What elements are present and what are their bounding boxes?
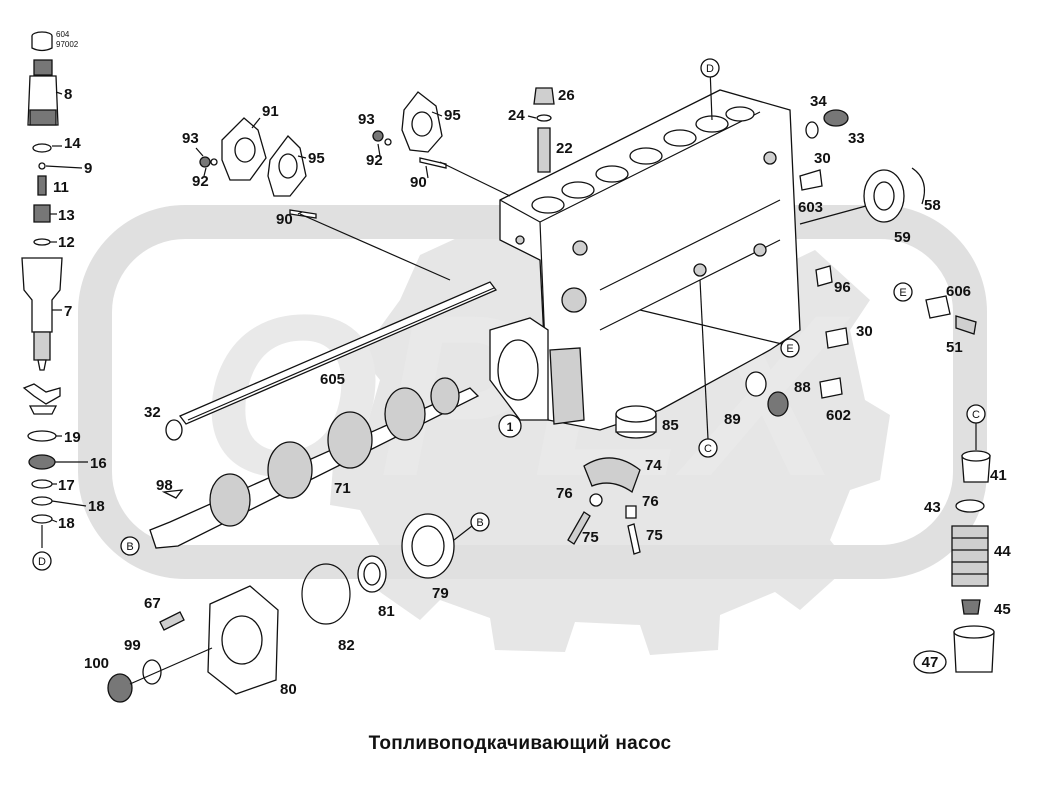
label-26: 26 [558, 87, 575, 104]
label-100: 100 [84, 655, 109, 672]
watermark: OPEX [78, 205, 987, 655]
label-43: 43 [924, 499, 941, 516]
right-column: C 41 43 44 45 47 [913, 404, 1011, 674]
label-605: 30 [856, 323, 873, 340]
label-92a: 92 [192, 173, 209, 190]
label-80: 80 [280, 681, 297, 698]
label-85: 85 [662, 417, 679, 434]
label-89: 89 [724, 411, 741, 428]
ref-circle-E-mid [780, 338, 800, 358]
label-99: 99 [124, 637, 141, 654]
control-rack: 605 32 1 [144, 161, 522, 441]
ref-circle-D-top [700, 58, 720, 78]
flange-plates-left: 91 93 92 95 90 [182, 103, 325, 228]
label-602: 602 [826, 407, 851, 424]
ref-E-right: E [899, 287, 906, 299]
label-1: 1 [507, 420, 514, 434]
label-606: 606 [946, 283, 971, 300]
label-74: 74 [645, 457, 662, 474]
right-side-parts: 34 33 30 603 58 59 96 E 606 51 30 E [639, 93, 977, 358]
label-76b: 76 [642, 493, 659, 510]
label-604: 604 [56, 30, 70, 39]
label-33: 33 [848, 130, 865, 147]
label-18b: 18 [58, 515, 75, 532]
ref-circle-B-left [120, 536, 140, 556]
label-82: 82 [338, 637, 355, 654]
label-95a: 95 [308, 150, 325, 167]
label-59: 59 [894, 229, 911, 246]
ref-C-right: C [972, 409, 980, 421]
ref-D-top: D [706, 63, 714, 75]
label-11: 11 [53, 179, 69, 196]
label-98: 98 [156, 477, 173, 494]
label-8: 8 [64, 86, 72, 103]
ref-B-left: B [126, 541, 133, 553]
label-95b: 95 [444, 107, 461, 124]
flange-plates-right: 93 95 92 90 [358, 91, 461, 191]
label-12: 12 [58, 234, 75, 251]
label-19: 19 [64, 429, 81, 446]
ref-circle-1 [498, 414, 522, 438]
label-90b: 90 [410, 174, 427, 191]
label-41: 41 [990, 467, 1007, 484]
label-96: 96 [834, 279, 851, 296]
label-45: 45 [994, 601, 1011, 618]
label-9: 9 [84, 160, 92, 177]
label-76a: 76 [556, 485, 573, 502]
label-71: 71 [334, 480, 351, 497]
label-24: 24 [508, 107, 525, 124]
label-13: 13 [58, 207, 75, 224]
bolt-22-stack: 26 24 22 [508, 87, 575, 173]
label-75a: 75 [582, 529, 599, 546]
ref-circle-B-right [470, 512, 490, 532]
label-91a: 91 [262, 103, 279, 120]
label-97002: 97002 [56, 40, 79, 49]
ref-circle-D-left [32, 551, 52, 571]
label-603: 603 [798, 199, 823, 216]
left-column: 604 97002 D [21, 30, 79, 571]
bearing-flange-parts: B 79 81 82 80 67 99 100 [84, 512, 490, 703]
label-18a: 18 [88, 498, 105, 515]
ref-oval-47 [913, 650, 947, 674]
label-32: 605 [320, 371, 345, 388]
label-30a: 30 [814, 150, 831, 167]
ref-E-mid: E [786, 343, 793, 355]
camshaft: 71 98 B [120, 377, 480, 556]
label-14: 14 [64, 135, 81, 152]
label-75b: 75 [646, 527, 663, 544]
label-30b: 32 [144, 404, 161, 421]
label-90a: 90 [276, 211, 293, 228]
pump-housing: D [489, 58, 801, 431]
label-88: 88 [794, 379, 811, 396]
label-58: 58 [924, 197, 941, 214]
ref-D-left: D [38, 556, 46, 568]
label-22: 22 [556, 140, 573, 157]
housing-bores [531, 106, 755, 214]
label-47: 47 [922, 654, 939, 671]
label-81: 81 [378, 603, 395, 620]
middle-lower-parts: 85 89 88 602 C 74 76 76 75 75 [556, 279, 851, 555]
label-34: 34 [810, 93, 827, 110]
label-67: 67 [144, 595, 161, 612]
label-7: 7 [64, 303, 72, 320]
ref-B-right: B [476, 517, 483, 529]
label-51: 51 [946, 339, 963, 356]
label-44: 44 [994, 543, 1011, 560]
label-16: 16 [90, 455, 107, 472]
diagram-caption: Топливоподкачивающий насос [368, 733, 672, 754]
left-labels: 8 14 9 11 13 12 7 19 16 17 18 18 [45, 86, 107, 532]
label-93a: 93 [182, 130, 199, 147]
ref-C-mid: C [704, 443, 712, 455]
label-93b: 93 [358, 111, 375, 128]
label-92b: 92 [366, 152, 383, 169]
label-17: 17 [58, 477, 75, 494]
label-79: 79 [432, 585, 449, 602]
ref-circle-E-right [893, 282, 913, 302]
